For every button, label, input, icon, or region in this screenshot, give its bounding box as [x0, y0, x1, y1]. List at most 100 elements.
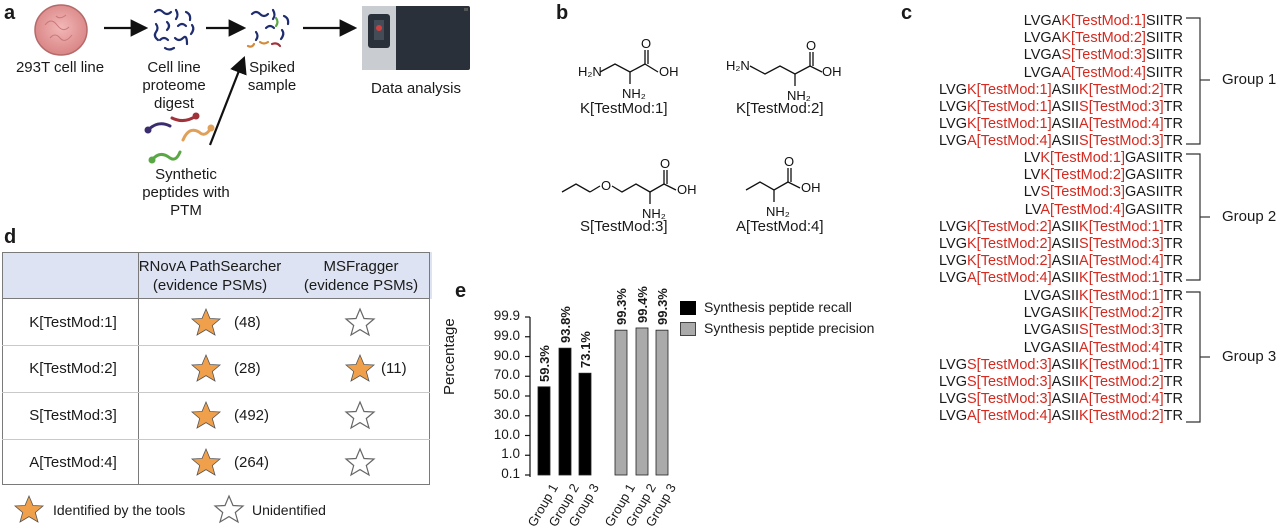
- mol4-atom-nh2: NH₂: [766, 204, 790, 219]
- sequence-segment: SIITR: [1145, 64, 1183, 81]
- sequence-segment: LVGASII: [1023, 288, 1080, 304]
- modified-residue: K[TestMod:1]: [1061, 13, 1146, 29]
- sequence-segment: LV: [1023, 184, 1041, 201]
- bar-value-label: 59.3%: [537, 344, 552, 382]
- sequence-segment: LVG: [939, 99, 967, 115]
- sequence-segment: TR: [1163, 116, 1183, 133]
- arrow-4: [208, 55, 247, 146]
- sequence-line: LVGASIIA[TestMod:4]TR: [1024, 340, 1183, 356]
- bar-value-label: 99.3%: [614, 288, 629, 326]
- sequence-segment: LV: [1024, 201, 1041, 218]
- sequence-line: LVK[TestMod:1]GASIITR: [1024, 150, 1183, 166]
- panel-e-letter: e: [455, 280, 467, 302]
- data-analysis-label: Data analysis: [370, 80, 462, 97]
- sequence-segment: LVGA: [1023, 64, 1062, 81]
- sequence-line: LVGA[TestMod:4]ASIIK[TestMod:1]TR: [939, 270, 1183, 286]
- sequence-segment: SIITR: [1145, 47, 1183, 64]
- mol-name-s3: S[TestMod:3]: [580, 218, 668, 235]
- table-row-mod-name: A[TestMod:4]: [29, 454, 117, 471]
- sequence-segment: ASII: [1051, 116, 1080, 133]
- panel-a-letter: a: [4, 2, 16, 24]
- rnova-psm-count: (48): [234, 314, 261, 331]
- mol2-atom-h2n: H₂N: [726, 58, 750, 73]
- mol1-atom-nh2: NH₂: [622, 86, 646, 101]
- mol-name-k2: K[TestMod:2]: [736, 100, 824, 117]
- sequence-segment: TR: [1163, 133, 1183, 150]
- sequence-line: LVA[TestMod:4]GASIITR: [1025, 202, 1183, 218]
- legend-precision-swatch: [680, 322, 696, 336]
- modified-residue: A[TestMod:4]: [967, 408, 1052, 425]
- sequence-segment: LVG: [939, 391, 967, 408]
- cell-culture-dish-icon: [34, 4, 88, 56]
- table-row-mod-name: S[TestMod:3]: [29, 407, 117, 424]
- modified-residue: K[TestMod:2]: [967, 253, 1052, 270]
- mass-spectrometer-icon: [362, 6, 470, 70]
- bar-value-label: 73.1%: [578, 331, 593, 369]
- sequence-segment: ASII: [1051, 408, 1080, 425]
- mol2-atom-o: O: [806, 38, 816, 53]
- table-row-mod-name: K[TestMod:1]: [29, 314, 117, 331]
- group-3-label: Group 3: [1222, 348, 1277, 365]
- modified-residue: S[TestMod:3]: [1061, 47, 1146, 64]
- sequence-line: LVS[TestMod:3]GASIITR: [1024, 184, 1183, 200]
- recall-precision-chart: [525, 316, 669, 477]
- bar-recall: [578, 372, 592, 476]
- modified-residue: K[TestMod:2]: [1079, 408, 1164, 425]
- bar-recall: [537, 386, 551, 476]
- y-tick-label: 70.0: [493, 367, 520, 383]
- mol3-atom-oh: OH: [677, 182, 697, 197]
- sequence-segment: LVGASII: [1023, 339, 1080, 356]
- sequence-line: LVGA[TestMod:4]ASIIS[TestMod:3]TR: [939, 133, 1183, 149]
- modified-residue: K[TestMod:1]: [1079, 288, 1164, 304]
- identified-star-icon: [344, 353, 376, 382]
- synthetic-label: Synthetic peptides with PTM: [142, 166, 230, 219]
- digest-label: Cell line proteome digest: [142, 59, 206, 112]
- identified-star-icon: [190, 307, 222, 336]
- sequence-line: LVGS[TestMod:3]ASIIK[TestMod:1]TR: [939, 357, 1183, 373]
- modified-residue: K[TestMod:2]: [1040, 167, 1125, 184]
- digest-peptides-icon: [153, 8, 195, 51]
- modified-residue: K[TestMod:2]: [1079, 305, 1164, 322]
- sequence-segment: LVGA: [1023, 47, 1062, 64]
- panel-d-letter: d: [4, 226, 17, 248]
- modified-residue: A[TestMod:4]: [967, 133, 1052, 150]
- sequence-segment: LVG: [939, 374, 967, 390]
- sequence-segment: ASII: [1051, 356, 1080, 373]
- modified-residue: A[TestMod:4]: [1040, 201, 1125, 218]
- cell-line-label: 293T cell line: [15, 59, 105, 76]
- bar-precision: [655, 329, 669, 476]
- identified-star-icon: [190, 353, 222, 382]
- table-header-divider: [2, 298, 430, 299]
- bar-value-label: 93.8%: [558, 306, 573, 344]
- mol2-atom-nh2: NH₂: [787, 88, 811, 103]
- y-tick-label: 99.9: [493, 308, 520, 323]
- sequence-segment: LVG: [939, 236, 967, 252]
- modified-residue: A[TestMod:4]: [1061, 64, 1146, 81]
- panel-b-letter: b: [556, 2, 569, 24]
- unidentified-star-icon: [344, 400, 376, 430]
- molecule-structures: H₂N NH₂ O OH H₂N NH₂ O OH O NH₂ O OH NH₂…: [561, 36, 842, 221]
- sequence-line: LVGS[TestMod:3]ASIIA[TestMod:4]TR: [939, 391, 1183, 407]
- sequence-segment: TR: [1163, 408, 1183, 425]
- sequence-line: LVK[TestMod:2]GASIITR: [1024, 167, 1183, 183]
- sequence-line: LVGK[TestMod:2]ASIIA[TestMod:4]TR: [939, 253, 1183, 269]
- sequence-line: LVGASIIK[TestMod:2]TR: [1024, 305, 1183, 321]
- sequence-line: LVGK[TestMod:1]ASIIA[TestMod:4]TR: [939, 116, 1183, 132]
- sequence-line: LVGAK[TestMod:2]SIITR: [1024, 30, 1183, 46]
- modified-residue: A[TestMod:4]: [1079, 391, 1164, 408]
- y-tick-label: 0.1: [501, 466, 520, 481]
- sequence-segment: TR: [1163, 322, 1183, 339]
- modified-residue: S[TestMod:3]: [967, 356, 1052, 373]
- sequence-line: LVGK[TestMod:1]ASIIK[TestMod:2]TR: [939, 82, 1183, 98]
- y-tick-label: 99.0: [493, 327, 520, 343]
- y-axis-title: Percentage: [441, 318, 458, 395]
- modified-residue: K[TestMod:2]: [967, 236, 1052, 252]
- table-row-mod-name: K[TestMod:2]: [29, 360, 117, 377]
- modified-residue: S[TestMod:3]: [1079, 133, 1164, 150]
- sequence-segment: SIITR: [1145, 30, 1183, 47]
- identified-star-icon: [190, 400, 222, 429]
- modified-residue: K[TestMod:1]: [1079, 218, 1164, 235]
- sequence-segment: LV: [1023, 167, 1041, 184]
- modified-residue: S[TestMod:3]: [1040, 184, 1125, 201]
- header-msfragger: MSFragger (evidence PSMs): [303, 258, 419, 294]
